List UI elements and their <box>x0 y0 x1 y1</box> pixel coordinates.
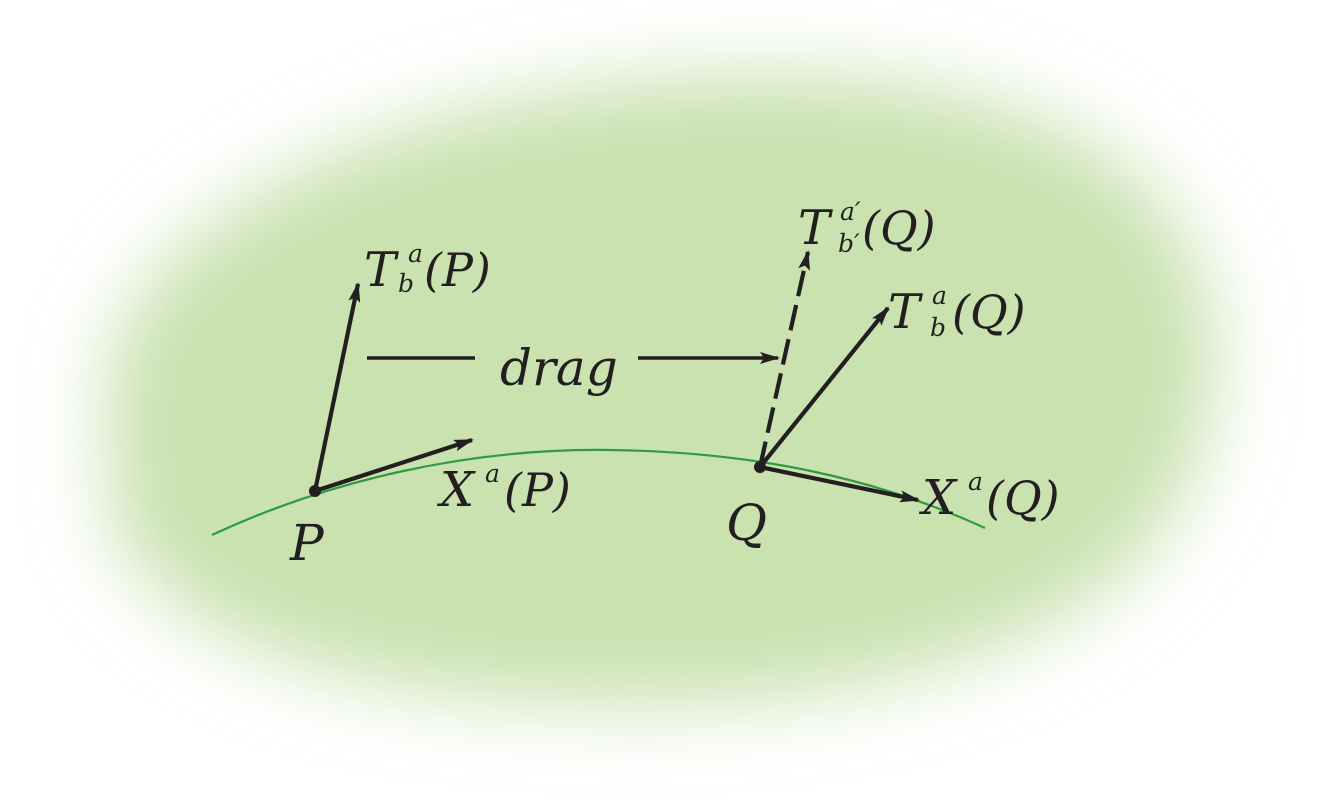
tensor-q-base: T <box>888 284 923 340</box>
tensor-p-sub: b <box>398 269 414 298</box>
tensor-p-sup: a <box>408 239 423 268</box>
vector-q-sup: a <box>968 467 983 496</box>
vector-arrow-q <box>759 464 920 503</box>
point-q-label: Q <box>726 494 767 552</box>
dragged-tensor-arrow-q <box>757 250 811 468</box>
tensor-p-base: T <box>364 242 399 298</box>
vector-label-p: X a (P) <box>436 459 571 518</box>
tensor-q-sub: b <box>930 313 946 342</box>
tensor-q-paren: (Q) <box>952 285 1026 339</box>
vector-p-sup: a <box>485 459 500 488</box>
vector-label-q: X a (Q) <box>918 467 1060 526</box>
point-q-dot <box>754 461 766 473</box>
point-p-dot <box>309 485 321 497</box>
dragged-tensor-q-sup: a′ <box>840 197 861 226</box>
dragged-tensor-q-base: T <box>798 200 833 256</box>
tensor-label-p: T a b (P) <box>364 239 491 298</box>
dragged-tensor-label-q: T a′ b′ (Q) <box>798 197 936 258</box>
tensor-arrow-q <box>758 306 890 469</box>
dragged-tensor-q-paren: (Q) <box>862 201 936 255</box>
vector-q-base: X <box>918 470 958 526</box>
manifold-region <box>106 74 1216 706</box>
integral-curve <box>211 448 986 536</box>
vector-p-base: X <box>436 462 476 518</box>
tensor-arrow-p <box>312 282 361 492</box>
tensor-label-q: T a b (Q) <box>888 281 1026 342</box>
vector-q-paren: (Q) <box>986 471 1060 525</box>
tensor-p-paren: (P) <box>424 243 491 297</box>
tensor-q-sup: a <box>932 281 947 310</box>
vector-arrow-p <box>314 438 474 493</box>
drag-label: drag <box>500 339 618 397</box>
dragged-tensor-q-sub: b′ <box>838 229 860 258</box>
vector-p-paren: (P) <box>504 463 571 517</box>
point-p-label: P <box>289 514 325 572</box>
